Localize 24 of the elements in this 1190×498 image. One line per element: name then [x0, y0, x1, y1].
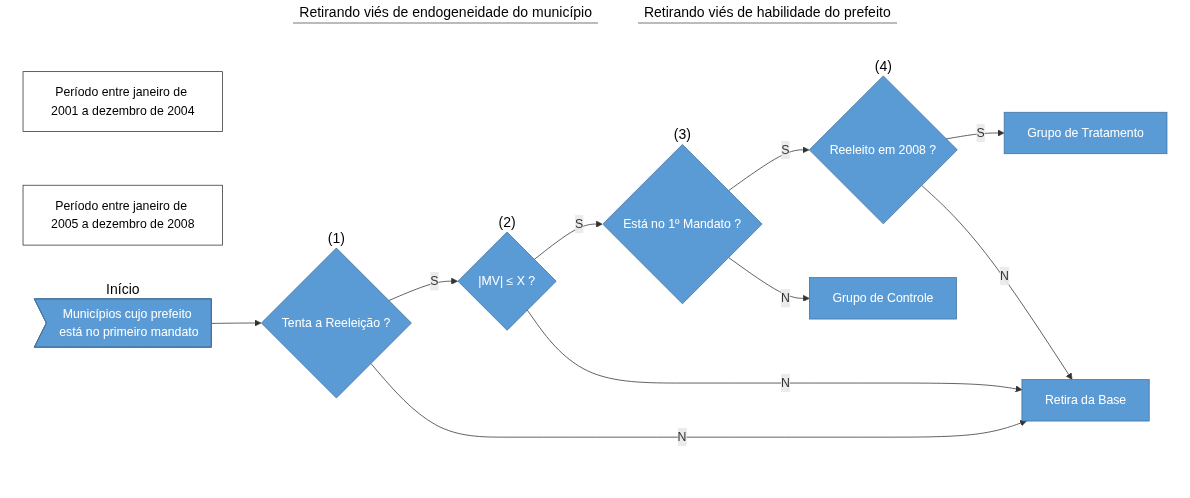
edge-label: S — [976, 126, 985, 140]
edge-label: N — [780, 376, 790, 390]
node-diamond: Tenta a Reeleição ? — [261, 247, 412, 399]
node-box: Período entre janeiro de 2001 a dezembro de 2004 — [22, 71, 223, 132]
node-diamond: Reeleito em 2008 ? — [808, 75, 958, 225]
node-box: Período entre janeiro de 2005 a dezembro de 2008 — [22, 184, 223, 246]
node-diamond: Está no 1º Mandato ? — [602, 144, 763, 305]
step-caption: Início — [106, 280, 140, 297]
edge-label: S — [781, 142, 790, 157]
step-caption: (3) — [673, 126, 691, 143]
step-caption: (1) — [327, 230, 345, 246]
node-diamond: |MV| ≤ X ? — [457, 231, 557, 331]
node-box: Retira da Base — [1021, 379, 1150, 422]
edge-label: S — [430, 274, 439, 288]
edge-label: S — [575, 217, 584, 231]
bracket-label: Retirando viés de habilidade do prefeito — [637, 4, 897, 24]
node-box: Grupo de Controle — [809, 277, 957, 320]
step-caption: (2) — [498, 214, 516, 231]
step-caption: (4) — [874, 57, 892, 74]
node-box: Grupo de Tratamento — [1003, 111, 1168, 155]
bracket-label: Retirando viés de endogeneidade do município — [293, 4, 598, 24]
edge-label: N — [999, 269, 1009, 283]
edge-label: N — [780, 291, 790, 305]
edge-label: N — [677, 430, 687, 444]
